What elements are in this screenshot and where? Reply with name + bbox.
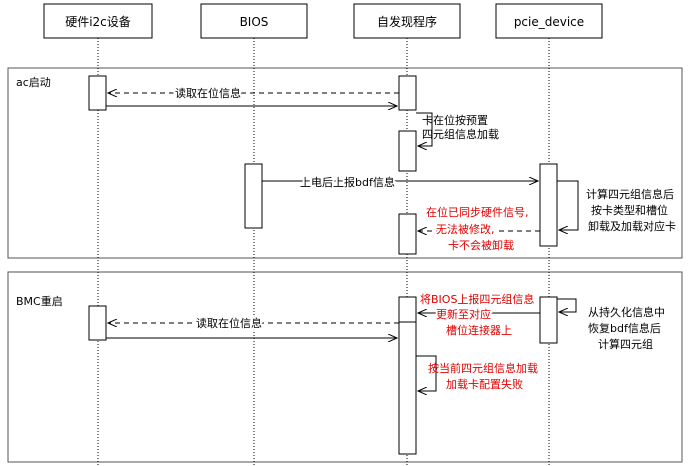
activation-bios-ac [244,163,263,229]
msg-self-load-current [416,355,437,391]
activation-i2c-bmc [88,305,107,341]
participant-pcie-device: pcie_device [495,3,603,39]
activation-self-ac-3 [398,213,417,255]
msg-unload-attempt-line3: 卡不会被卸载 [448,238,514,252]
msg-self-load-preset-line2: 四元组信息加载 [422,127,499,141]
section-label-bmc: BMC重启 [16,294,63,308]
msg-self-load-current-line1: 按当前四元组信息加载 [428,361,538,375]
participant-pcie-device-label: pcie_device [514,15,584,29]
msg-pcie-self-calc [557,180,579,230]
msg-self-load-current-line2: 加载卡配置失败 [446,377,523,391]
participant-hardware-i2c: 硬件i2c设备 [43,3,153,39]
activation-i2c-ac [88,75,107,111]
activation-self-ac-2 [398,130,417,172]
section-frame-ac [7,67,683,259]
msg-pcie-self-calc-line2: 按卡类型和槽位 [591,203,668,217]
msg-pcie-restore-line3: 计算四元组 [598,337,653,351]
msg-report-bdf-label: 上电后上报bdf信息 [300,175,395,189]
msg-pcie-self-calc-line3: 卸载及加载对应卡 [588,219,676,233]
msg-pcie-restore-line2: 恢复bdf信息后 [588,321,661,335]
activation-self-bmc-2 [398,321,417,455]
msg-pcie-restore-line1: 从持久化信息中 [588,305,665,319]
msg-self-load-preset [416,112,433,146]
msg-read-presence-bmc-label: 读取在位信息 [196,316,262,330]
participant-self-discovery-label: 自发现程序 [377,14,437,29]
msg-unload-attempt-line2: 无法被修改, [436,222,495,236]
msg-update-slot-line1: 将BIOS上报四元组信息 [420,292,534,306]
section-label-ac: ac启动 [16,76,51,89]
participant-hardware-i2c-label: 硬件i2c设备 [65,15,131,29]
activation-pcie-ac [539,163,558,247]
participant-bios-label: BIOS [240,15,269,29]
msg-update-slot-line3: 槽位连接器上 [446,323,512,337]
msg-pcie-restore [557,298,577,312]
lifelines [97,38,550,466]
activation-self-ac-1 [398,75,417,111]
activation-pcie-bmc [539,296,558,344]
msg-self-load-preset-line1: 卡在位按预置 [422,113,488,127]
activation-self-bmc-1 [398,296,417,323]
participant-self-discovery: 自发现程序 [353,3,461,39]
msg-update-slot-line2: 更新至对应 [436,307,491,321]
msg-pcie-self-calc-line1: 计算四元组信息后 [586,187,674,201]
participant-bios: BIOS [200,3,308,39]
msg-read-presence-ac-label: 读取在位信息 [175,86,241,100]
msg-unload-attempt-line1: 在位已同步硬件信号, [426,205,529,219]
section-frame-bmc [7,271,683,463]
